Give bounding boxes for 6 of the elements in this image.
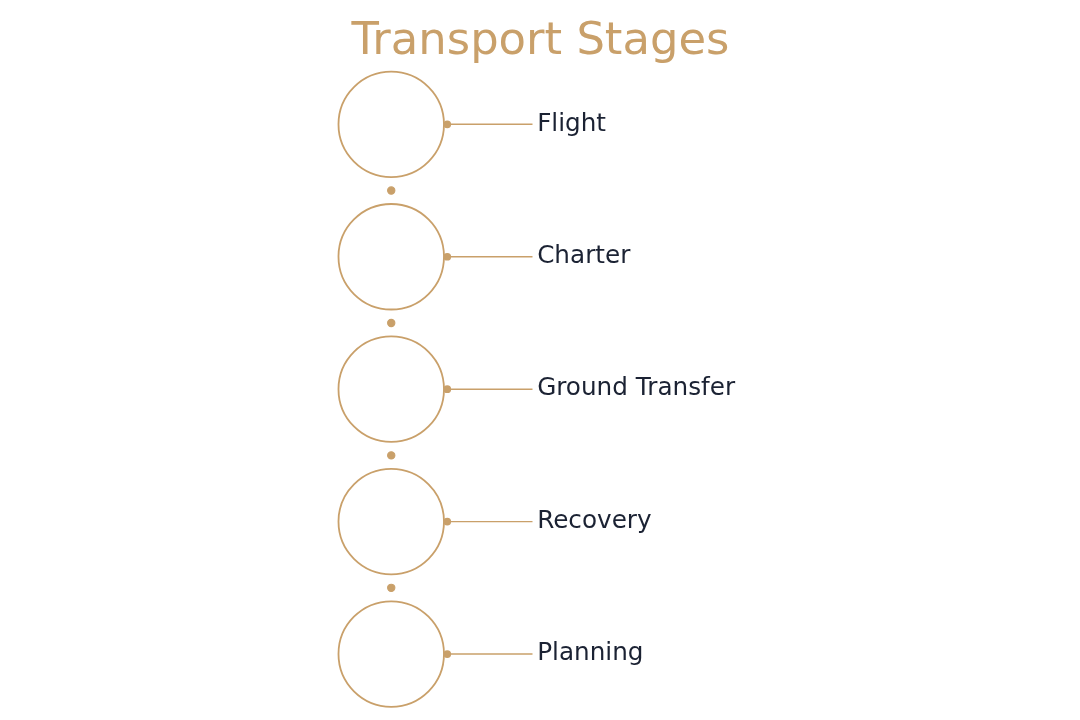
- node-text: Charter: [536, 240, 630, 270]
- diagram-title: Transport Stages: [351, 11, 729, 65]
- node-text: Flight: [536, 107, 606, 137]
- node-text: Ground Transfer: [536, 372, 735, 402]
- node-text: Recovery: [536, 504, 652, 534]
- node-text: Planning: [536, 637, 643, 667]
